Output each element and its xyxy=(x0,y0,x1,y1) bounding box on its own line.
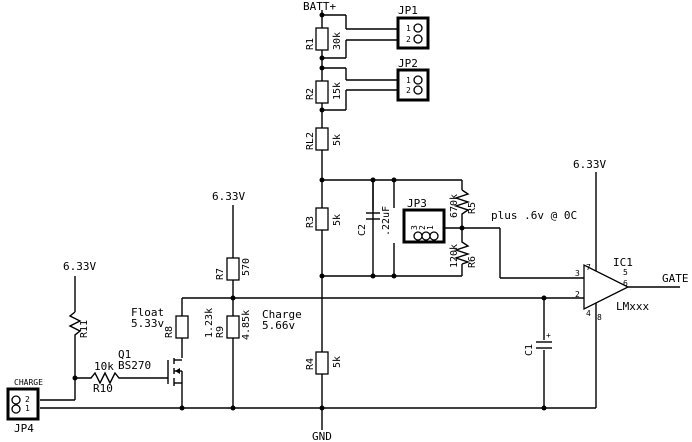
ic1-pin2: 2 xyxy=(575,290,580,299)
float-value: 5.33v xyxy=(131,317,164,330)
mid-supply-label: 6.33V xyxy=(212,190,245,203)
jp4-label: CHARGE xyxy=(14,378,43,387)
jp3-pin1: 1 xyxy=(426,225,435,230)
connector-jp3[interactable]: JP3 3 2 1 xyxy=(402,197,446,244)
ic1-pin4: 4 xyxy=(586,309,591,318)
charge-value: 5.66v xyxy=(262,319,295,332)
gnd-label: GND xyxy=(312,430,332,442)
batt-label: BATT+ xyxy=(303,0,336,13)
r11-ref: R11 xyxy=(79,320,90,338)
connector-jp2[interactable]: JP2 1 2 xyxy=(322,57,430,111)
jp2-pin2: 2 xyxy=(406,86,411,95)
ic1-pin7: 7 xyxy=(586,263,591,272)
jp3-pin3: 3 xyxy=(410,225,419,230)
r6-value: 120k xyxy=(449,244,460,268)
r3-value: 5k xyxy=(332,214,343,226)
gate-label: GATE xyxy=(662,272,689,285)
mosfet-q1: Q1 BS270 xyxy=(118,348,185,411)
connector-jp4[interactable]: CHARGE JP4 2 1 xyxy=(6,378,43,435)
r4-ref: R4 xyxy=(305,358,316,370)
r7-value: 570 xyxy=(241,258,252,276)
charge-label: Charge xyxy=(262,308,302,321)
hysteresis-note: plus .6v @ 0C xyxy=(491,209,577,222)
input-network: R10 10k 6.33V R11 xyxy=(40,260,596,409)
rl2-ref: RL2 xyxy=(305,132,316,150)
left-supply-label: 6.33V xyxy=(63,260,96,273)
c2-value: .22uF xyxy=(381,206,392,236)
jp1-ref: JP1 xyxy=(398,4,418,17)
ic1-pin6: 6 xyxy=(623,279,628,288)
jp4-pin2: 2 xyxy=(25,395,30,404)
ic1-part: LMxxx xyxy=(616,300,649,313)
q1-ref: Q1 xyxy=(118,348,131,361)
comparator-ic1: IC1 LMxxx 7 3 2 4 8 6 5 6.33V GATE xyxy=(499,158,689,408)
jp3-pin2: 2 xyxy=(418,225,427,230)
resistor-r4: R4 5k xyxy=(305,351,343,375)
capacitor-c1: C1 + xyxy=(524,298,552,408)
jp2-ref: JP2 xyxy=(398,57,418,70)
ic1-pin5: 5 xyxy=(623,268,628,277)
rl2-value: 5k xyxy=(332,134,343,146)
jp4-ref: JP4 xyxy=(14,422,34,435)
reference-line xyxy=(182,295,584,301)
jp2-pin1: 1 xyxy=(406,76,411,85)
resistor-rl2: RL2 5k xyxy=(305,127,343,151)
c2-ref: C2 xyxy=(357,224,368,236)
r5-ref: R5 xyxy=(467,202,478,214)
ic-supply-label: 6.33V xyxy=(573,158,606,171)
jp1-pin2: 2 xyxy=(406,35,411,44)
r2-ref: R2 xyxy=(305,88,316,100)
ic1-pin8: 8 xyxy=(597,313,602,322)
float-label: Float xyxy=(131,306,164,319)
r1-ref: R1 xyxy=(305,38,316,50)
jp3-ref: JP3 xyxy=(407,197,427,210)
r8-ref: R8 xyxy=(164,326,175,338)
r6-ref: R6 xyxy=(467,256,478,268)
jp4-pin1: 1 xyxy=(25,404,30,413)
c1-plus: + xyxy=(546,331,551,340)
resistor-r5: R5 670k xyxy=(449,189,478,228)
ic1-pin3: 3 xyxy=(575,269,580,278)
capacitor-c2: C2 .22uF xyxy=(357,180,392,236)
r10-ref: R10 xyxy=(93,382,113,395)
resistor-r3: R3 5k xyxy=(305,207,343,231)
resistor-r1: R1 30k xyxy=(305,27,343,51)
resistor-r6: R6 120k xyxy=(449,228,478,268)
r1-value: 30k xyxy=(332,32,343,50)
connector-jp1[interactable]: JP1 1 2 xyxy=(322,4,430,59)
ic1-ref: IC1 xyxy=(613,256,633,269)
r9-ref: R9 xyxy=(215,326,226,338)
r9-value: 4.85k xyxy=(241,310,252,340)
r8-value: 1.23k xyxy=(204,308,215,338)
r2-value: 15k xyxy=(332,82,343,100)
r5-value: 670k xyxy=(449,194,460,218)
r3-ref: R3 xyxy=(305,216,316,228)
threshold-branch: 6.33V R7 570 R9 4.85k R8 1.23k Float 5.3… xyxy=(131,190,302,408)
c1-ref: C1 xyxy=(524,344,535,356)
jp1-pin1: 1 xyxy=(406,24,411,33)
r4-value: 5k xyxy=(332,356,343,368)
resistor-r2: R2 15k xyxy=(305,80,343,104)
r7-ref: R7 xyxy=(215,268,226,280)
r10-value: 10k xyxy=(94,360,114,373)
q1-part: BS270 xyxy=(118,359,151,372)
